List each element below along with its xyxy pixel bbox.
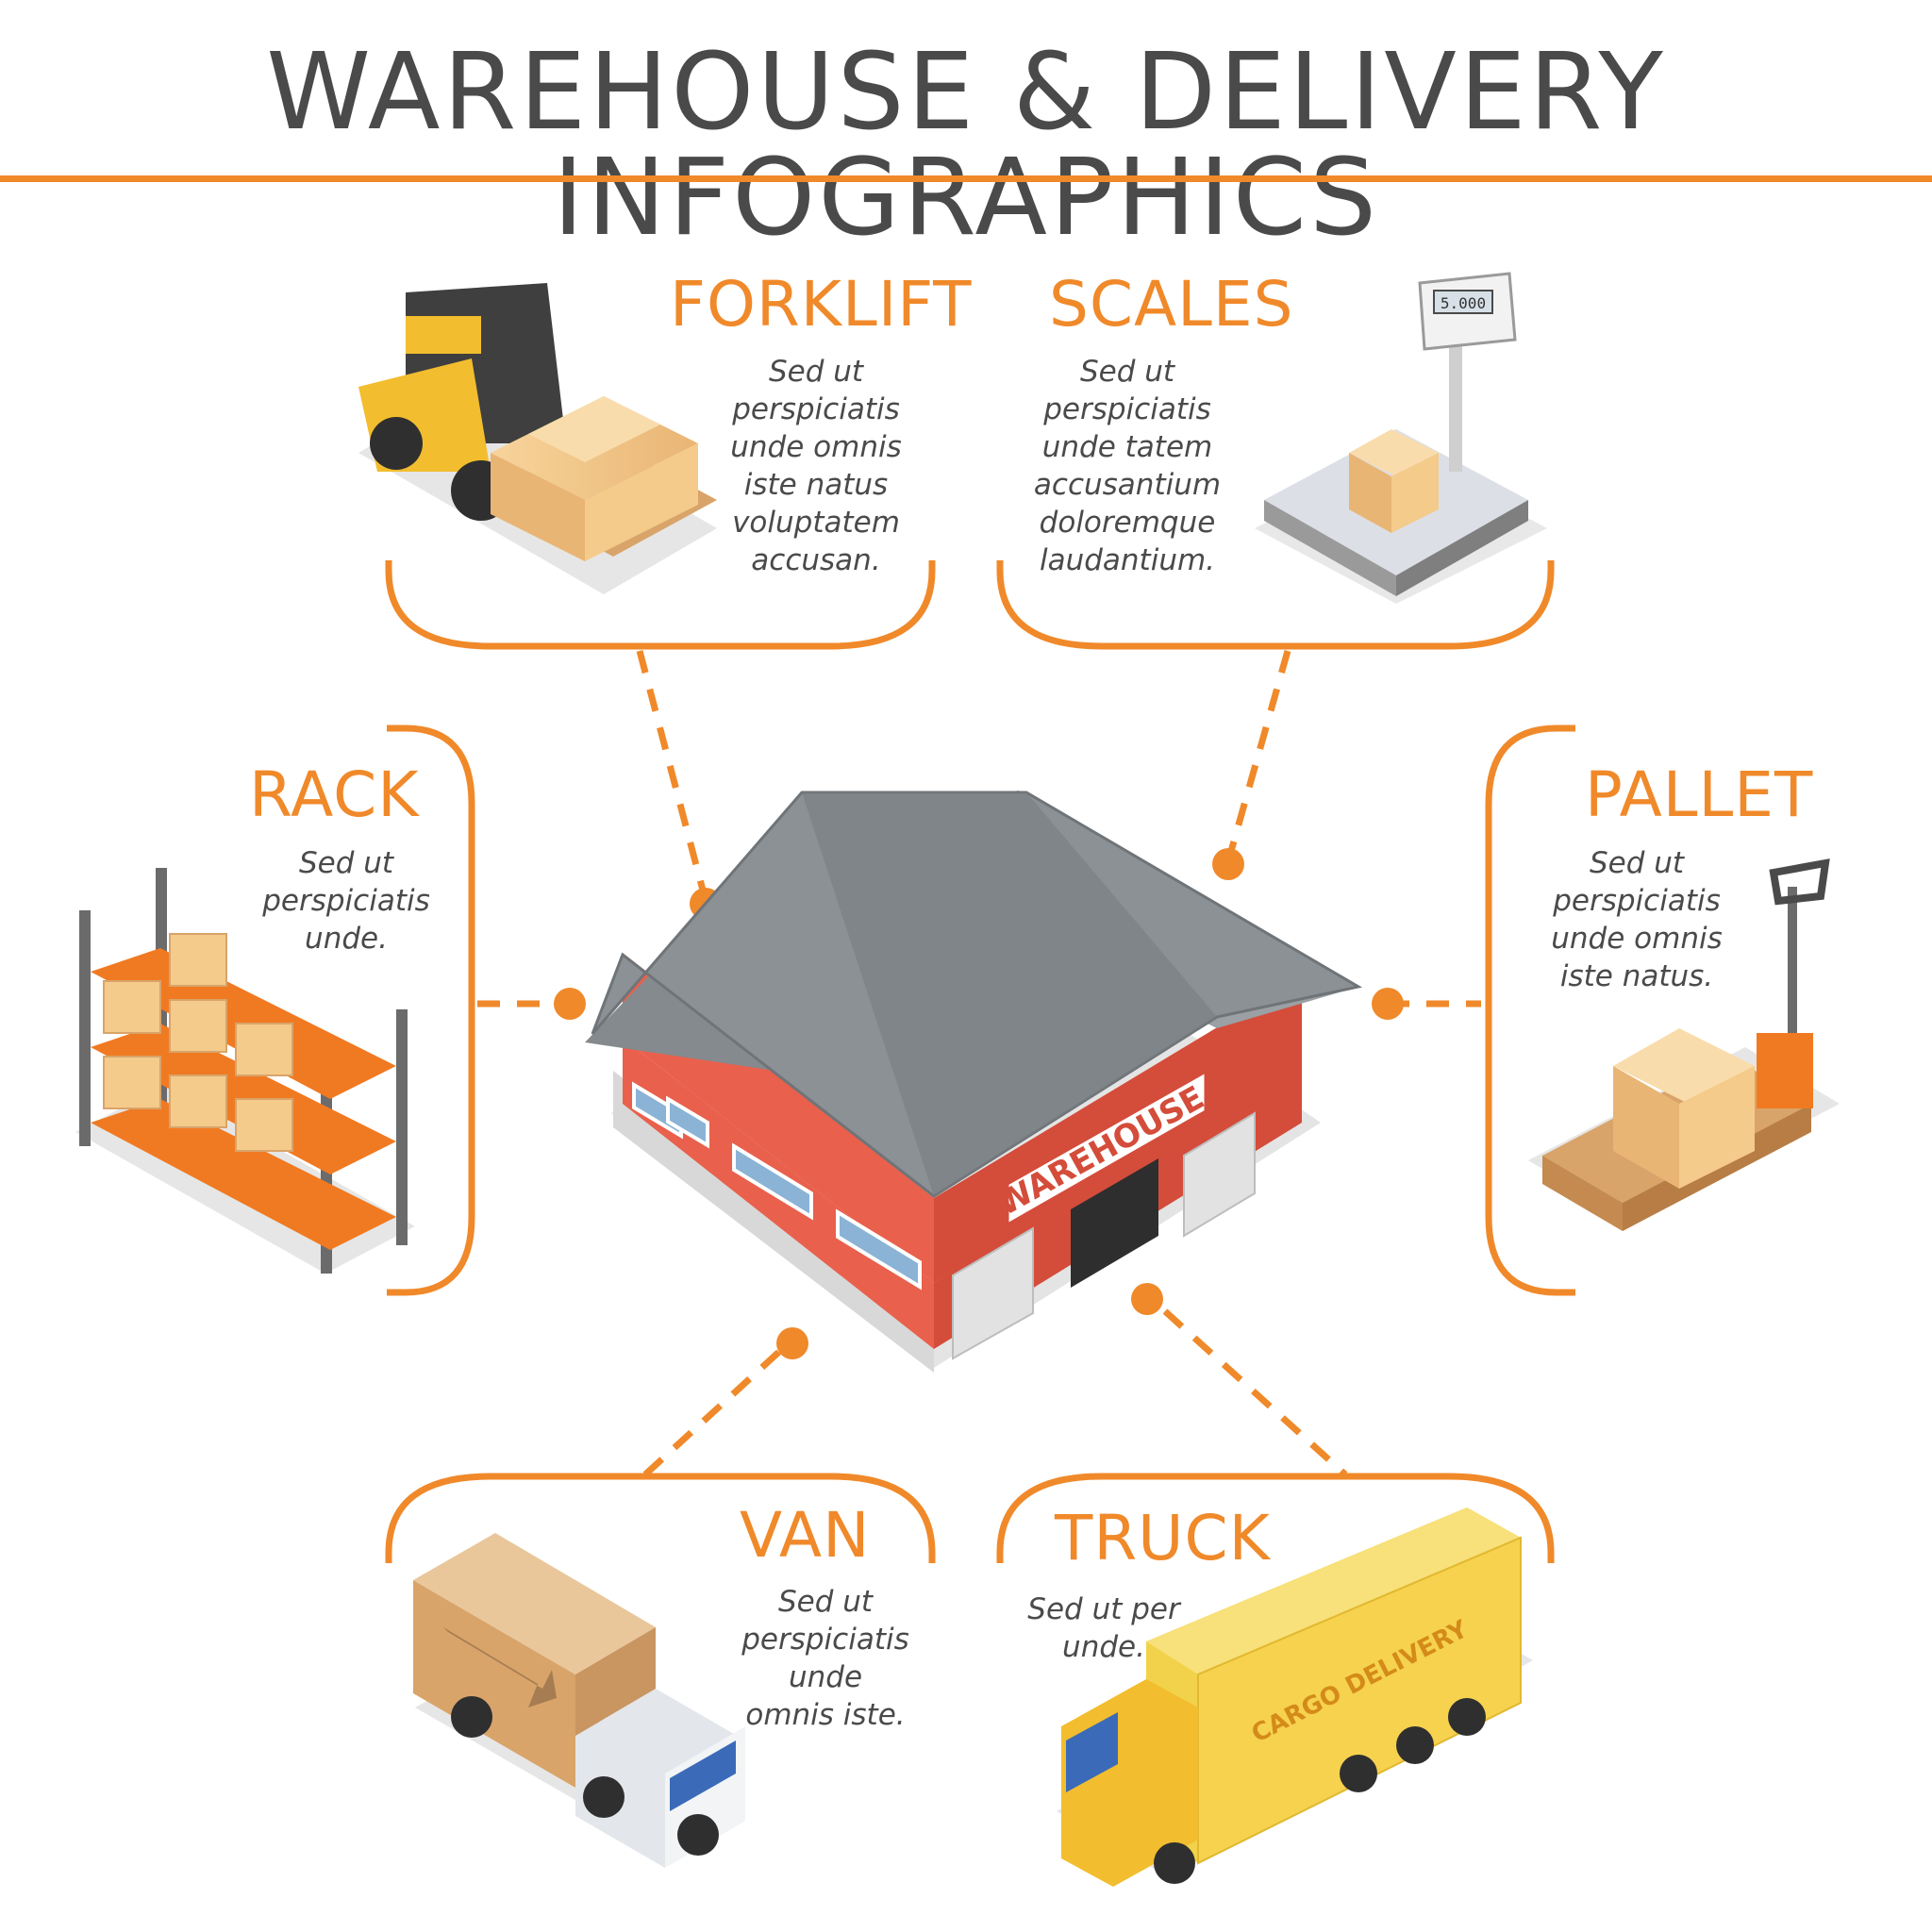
scales-line: perspiciatis	[1043, 392, 1211, 426]
title-underline	[0, 175, 1932, 182]
pallet-jack-illustration	[1528, 858, 1840, 1231]
section-brackets	[385, 560, 1575, 1563]
warehouse-illustration: WAREHOUSE	[585, 791, 1363, 1373]
truck-heading: TRUCK	[1055, 1502, 1271, 1574]
rack-heading: RACK	[249, 758, 420, 831]
van-line: omnis iste.	[745, 1698, 906, 1732]
van-illustration	[413, 1533, 745, 1868]
forklift-heading: FORKLIFT	[670, 268, 973, 341]
forklift-line: perspiciatis	[732, 392, 900, 426]
forklift-description: Sed ut perspiciatis unde omnis iste natu…	[703, 353, 929, 579]
forklift-line: voluptatem	[732, 506, 900, 540]
truck-line: Sed ut per	[1027, 1592, 1180, 1626]
scales-line: accusantium	[1033, 468, 1222, 502]
pallet-line: perspiciatis	[1553, 884, 1721, 918]
truck-description: Sed ut per unde.	[1009, 1591, 1198, 1666]
van-line: unde	[788, 1660, 863, 1694]
rack-line: perspiciatis	[262, 884, 430, 918]
pallet-line: iste natus.	[1559, 959, 1714, 993]
page-title: WAREHOUSE & DELIVERY INFOGRAPHICS	[266, 31, 1666, 259]
forklift-line: Sed ut	[768, 355, 864, 389]
scales-line: doloremque	[1039, 506, 1216, 540]
scales-description: Sed ut perspiciatis unde tatem accusanti…	[1019, 353, 1236, 579]
van-heading: VAN	[740, 1499, 871, 1572]
pallet-line: Sed ut	[1589, 846, 1685, 880]
pallet-description: Sed ut perspiciatis unde omnis iste natu…	[1538, 844, 1736, 995]
scales-heading: SCALES	[1049, 268, 1294, 341]
pallet-line: unde omnis	[1551, 922, 1723, 956]
pallet-heading: PALLET	[1585, 758, 1814, 831]
scales-line: unde tatem	[1041, 430, 1213, 464]
van-description: Sed ut perspiciatis unde omnis iste.	[726, 1583, 924, 1734]
van-line: Sed ut	[777, 1585, 874, 1619]
scales-illustration: 5.000	[1255, 272, 1547, 604]
truck-line: unde.	[1062, 1630, 1145, 1664]
forklift-line: unde omnis	[730, 430, 902, 464]
rack-description: Sed ut perspiciatis unde.	[247, 844, 445, 958]
scales-line: Sed ut	[1079, 355, 1175, 389]
connector-lines	[477, 650, 1481, 1477]
rack-line: Sed ut	[298, 846, 394, 880]
scale-display: 5.000	[1441, 294, 1486, 312]
rack-illustration	[75, 868, 415, 1274]
forklift-illustration	[358, 283, 717, 594]
van-line: perspiciatis	[741, 1623, 909, 1657]
truck-illustration: CARGO DELIVERY	[1057, 1507, 1533, 1887]
rack-line: unde.	[305, 922, 388, 956]
forklift-line: iste natus	[743, 468, 889, 502]
forklift-line: accusan.	[751, 543, 881, 577]
scales-line: laudantium.	[1039, 543, 1216, 577]
